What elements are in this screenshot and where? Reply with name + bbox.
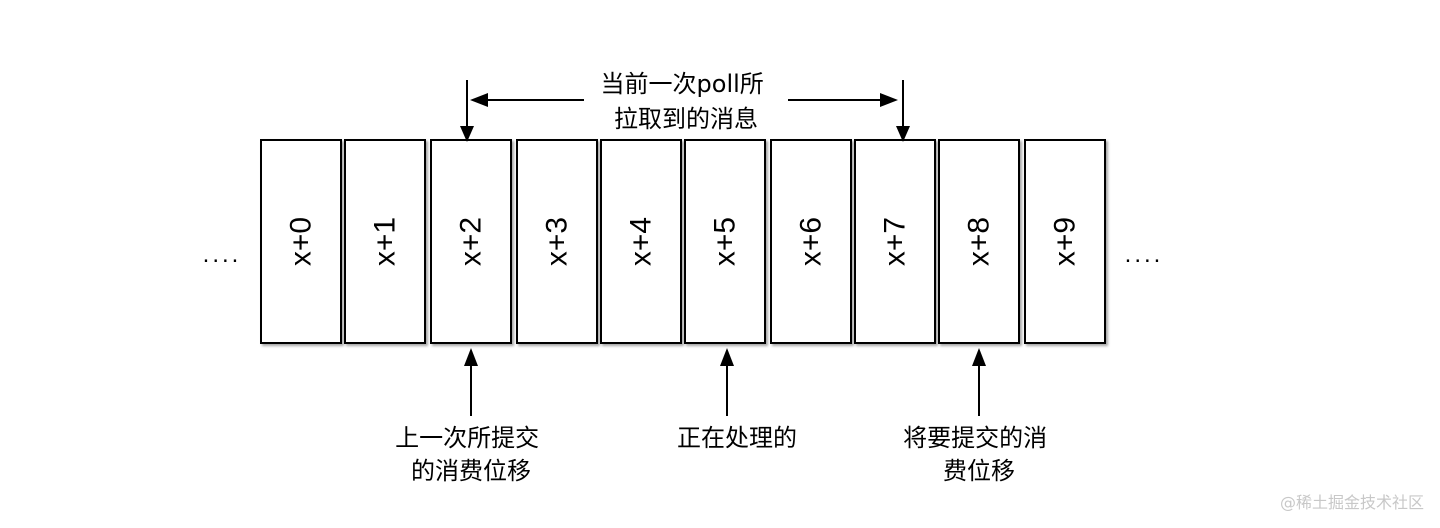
watermark: @稀土掘金技术社区 [1280, 493, 1424, 512]
ellipsis-right: .... [1125, 241, 1164, 268]
message-cell [770, 139, 852, 344]
message-cell-label: x+6 [795, 217, 828, 266]
poll-range-annotation: 当前一次poll所 拉取到的消息 [460, 70, 910, 142]
message-cell-label: x+7 [879, 217, 912, 266]
message-cell-label: x+9 [1049, 217, 1082, 266]
message-cell [938, 139, 1020, 344]
poll-range-left-arrowhead [470, 93, 488, 107]
message-cell-label: x+4 [625, 217, 658, 266]
marker-last-committed-offset: 上一次所提交 的消费位移 [395, 348, 547, 485]
poll-range-label-line-1: 当前一次poll所 [601, 70, 764, 98]
message-cell [854, 139, 936, 344]
poll-range-label: 当前一次poll所 拉取到的消息 [601, 70, 772, 133]
marker-label-line-1: 将要提交的消 [903, 424, 1047, 452]
message-cell [344, 139, 426, 344]
message-cell [684, 139, 766, 344]
marker-label-line-2: 费位移 [943, 457, 1015, 485]
poll-range-right-arrowhead [880, 93, 898, 107]
marker-label: 上一次所提交 的消费位移 [395, 424, 547, 485]
message-cell-label: x+1 [369, 217, 402, 266]
marker-label-line-1: 正在处理的 [677, 424, 797, 452]
message-cell-label: x+3 [541, 217, 574, 266]
message-cell-label: x+2 [455, 217, 488, 266]
marker-processing: 正在处理的 [677, 348, 797, 452]
poll-range-label-line-2: 拉取到的消息 [614, 105, 758, 133]
message-cell [600, 139, 682, 344]
marker-arrowhead [464, 348, 478, 366]
marker-label: 正在处理的 [677, 424, 797, 452]
marker-arrowhead [720, 348, 734, 366]
ellipsis-left: .... [203, 241, 242, 268]
message-cell [1024, 139, 1106, 344]
marker-arrowhead [972, 348, 986, 366]
message-cell-label: x+8 [963, 217, 996, 266]
message-cell [430, 139, 512, 344]
marker-label: 将要提交的消 费位移 [903, 424, 1055, 485]
message-cell-label: x+5 [709, 217, 742, 266]
message-cell [516, 139, 598, 344]
message-cells: x+0 x+1 x+2 x+3 x+4 x+5 x+6 x+7 x+8 x+9 [260, 139, 1106, 344]
marker-label-line-2: 的消费位移 [411, 457, 531, 485]
marker-to-be-committed-offset: 将要提交的消 费位移 [903, 348, 1055, 485]
poll-range-right-drop-arrowhead [896, 126, 910, 142]
message-cell [260, 139, 342, 344]
marker-label-line-1: 上一次所提交 [395, 424, 539, 452]
poll-range-left-drop-arrowhead [460, 126, 474, 142]
message-cell-label: x+0 [285, 217, 318, 266]
